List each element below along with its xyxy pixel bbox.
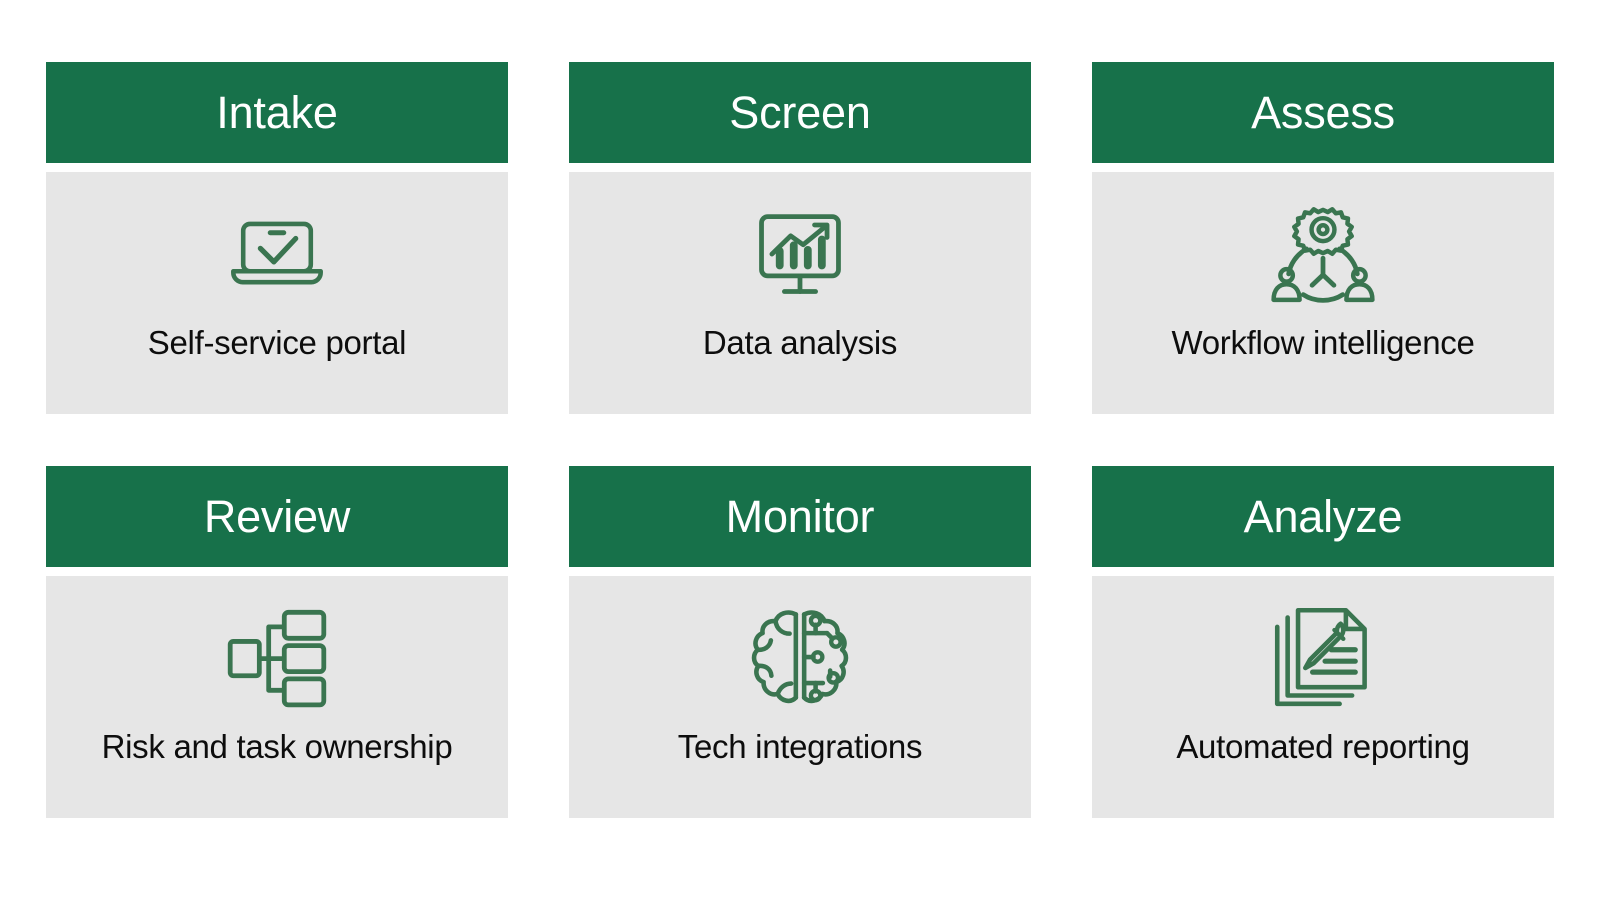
stage-card-body: Automated reporting xyxy=(1092,576,1554,818)
card-divider-gap xyxy=(46,567,508,576)
stage-card-header: Assess xyxy=(1092,62,1554,163)
stage-card-assess[interactable]: Assess xyxy=(1092,62,1554,414)
card-divider-gap xyxy=(1092,567,1554,576)
stage-card-header: Analyze xyxy=(1092,466,1554,567)
stage-card-body: Tech integrations xyxy=(569,576,1031,818)
stage-title: Screen xyxy=(729,87,871,138)
stage-card-analyze[interactable]: Analyze xyxy=(1092,466,1554,818)
card-divider-gap xyxy=(46,163,508,172)
stage-card-body: Self-service portal xyxy=(46,172,508,414)
stage-caption: Risk and task ownership xyxy=(101,728,453,765)
stage-title: Review xyxy=(203,491,351,542)
monitor-bar-chart-growth-icon xyxy=(742,194,858,310)
stage-card-header: Review xyxy=(46,466,508,567)
stage-card-intake[interactable]: Intake Self-service portal xyxy=(46,62,508,414)
card-divider-gap xyxy=(569,567,1031,576)
brain-circuit-icon xyxy=(742,598,858,714)
stage-card-grid: Intake Self-service portal Screen xyxy=(46,62,1554,818)
laptop-check-icon xyxy=(219,194,335,310)
stage-card-body: Workflow intelligence xyxy=(1092,172,1554,414)
stage-title: Monitor xyxy=(725,491,875,542)
stage-title: Assess xyxy=(1251,87,1395,138)
stage-card-screen[interactable]: Screen Data an xyxy=(569,62,1031,414)
gear-people-network-icon xyxy=(1265,194,1381,310)
stage-title: Analyze xyxy=(1243,491,1403,542)
stage-caption: Tech integrations xyxy=(677,728,923,765)
stage-card-header: Monitor xyxy=(569,466,1031,567)
stage-card-header: Screen xyxy=(569,62,1031,163)
stage-card-body: Data analysis xyxy=(569,172,1031,414)
stage-title: Intake xyxy=(216,87,338,138)
stage-caption: Workflow intelligence xyxy=(1171,324,1475,361)
stage-card-body: Risk and task ownership xyxy=(46,576,508,818)
stage-card-review[interactable]: Review xyxy=(46,466,508,818)
stage-caption: Data analysis xyxy=(702,324,898,361)
stage-card-header: Intake xyxy=(46,62,508,163)
stage-caption: Automated reporting xyxy=(1176,728,1470,765)
card-divider-gap xyxy=(1092,163,1554,172)
documents-pencil-icon xyxy=(1265,598,1381,714)
stage-caption: Self-service portal xyxy=(147,324,407,361)
card-divider-gap xyxy=(569,163,1031,172)
org-chart-hierarchy-icon xyxy=(219,598,335,714)
stage-card-monitor[interactable]: Monitor xyxy=(569,466,1031,818)
